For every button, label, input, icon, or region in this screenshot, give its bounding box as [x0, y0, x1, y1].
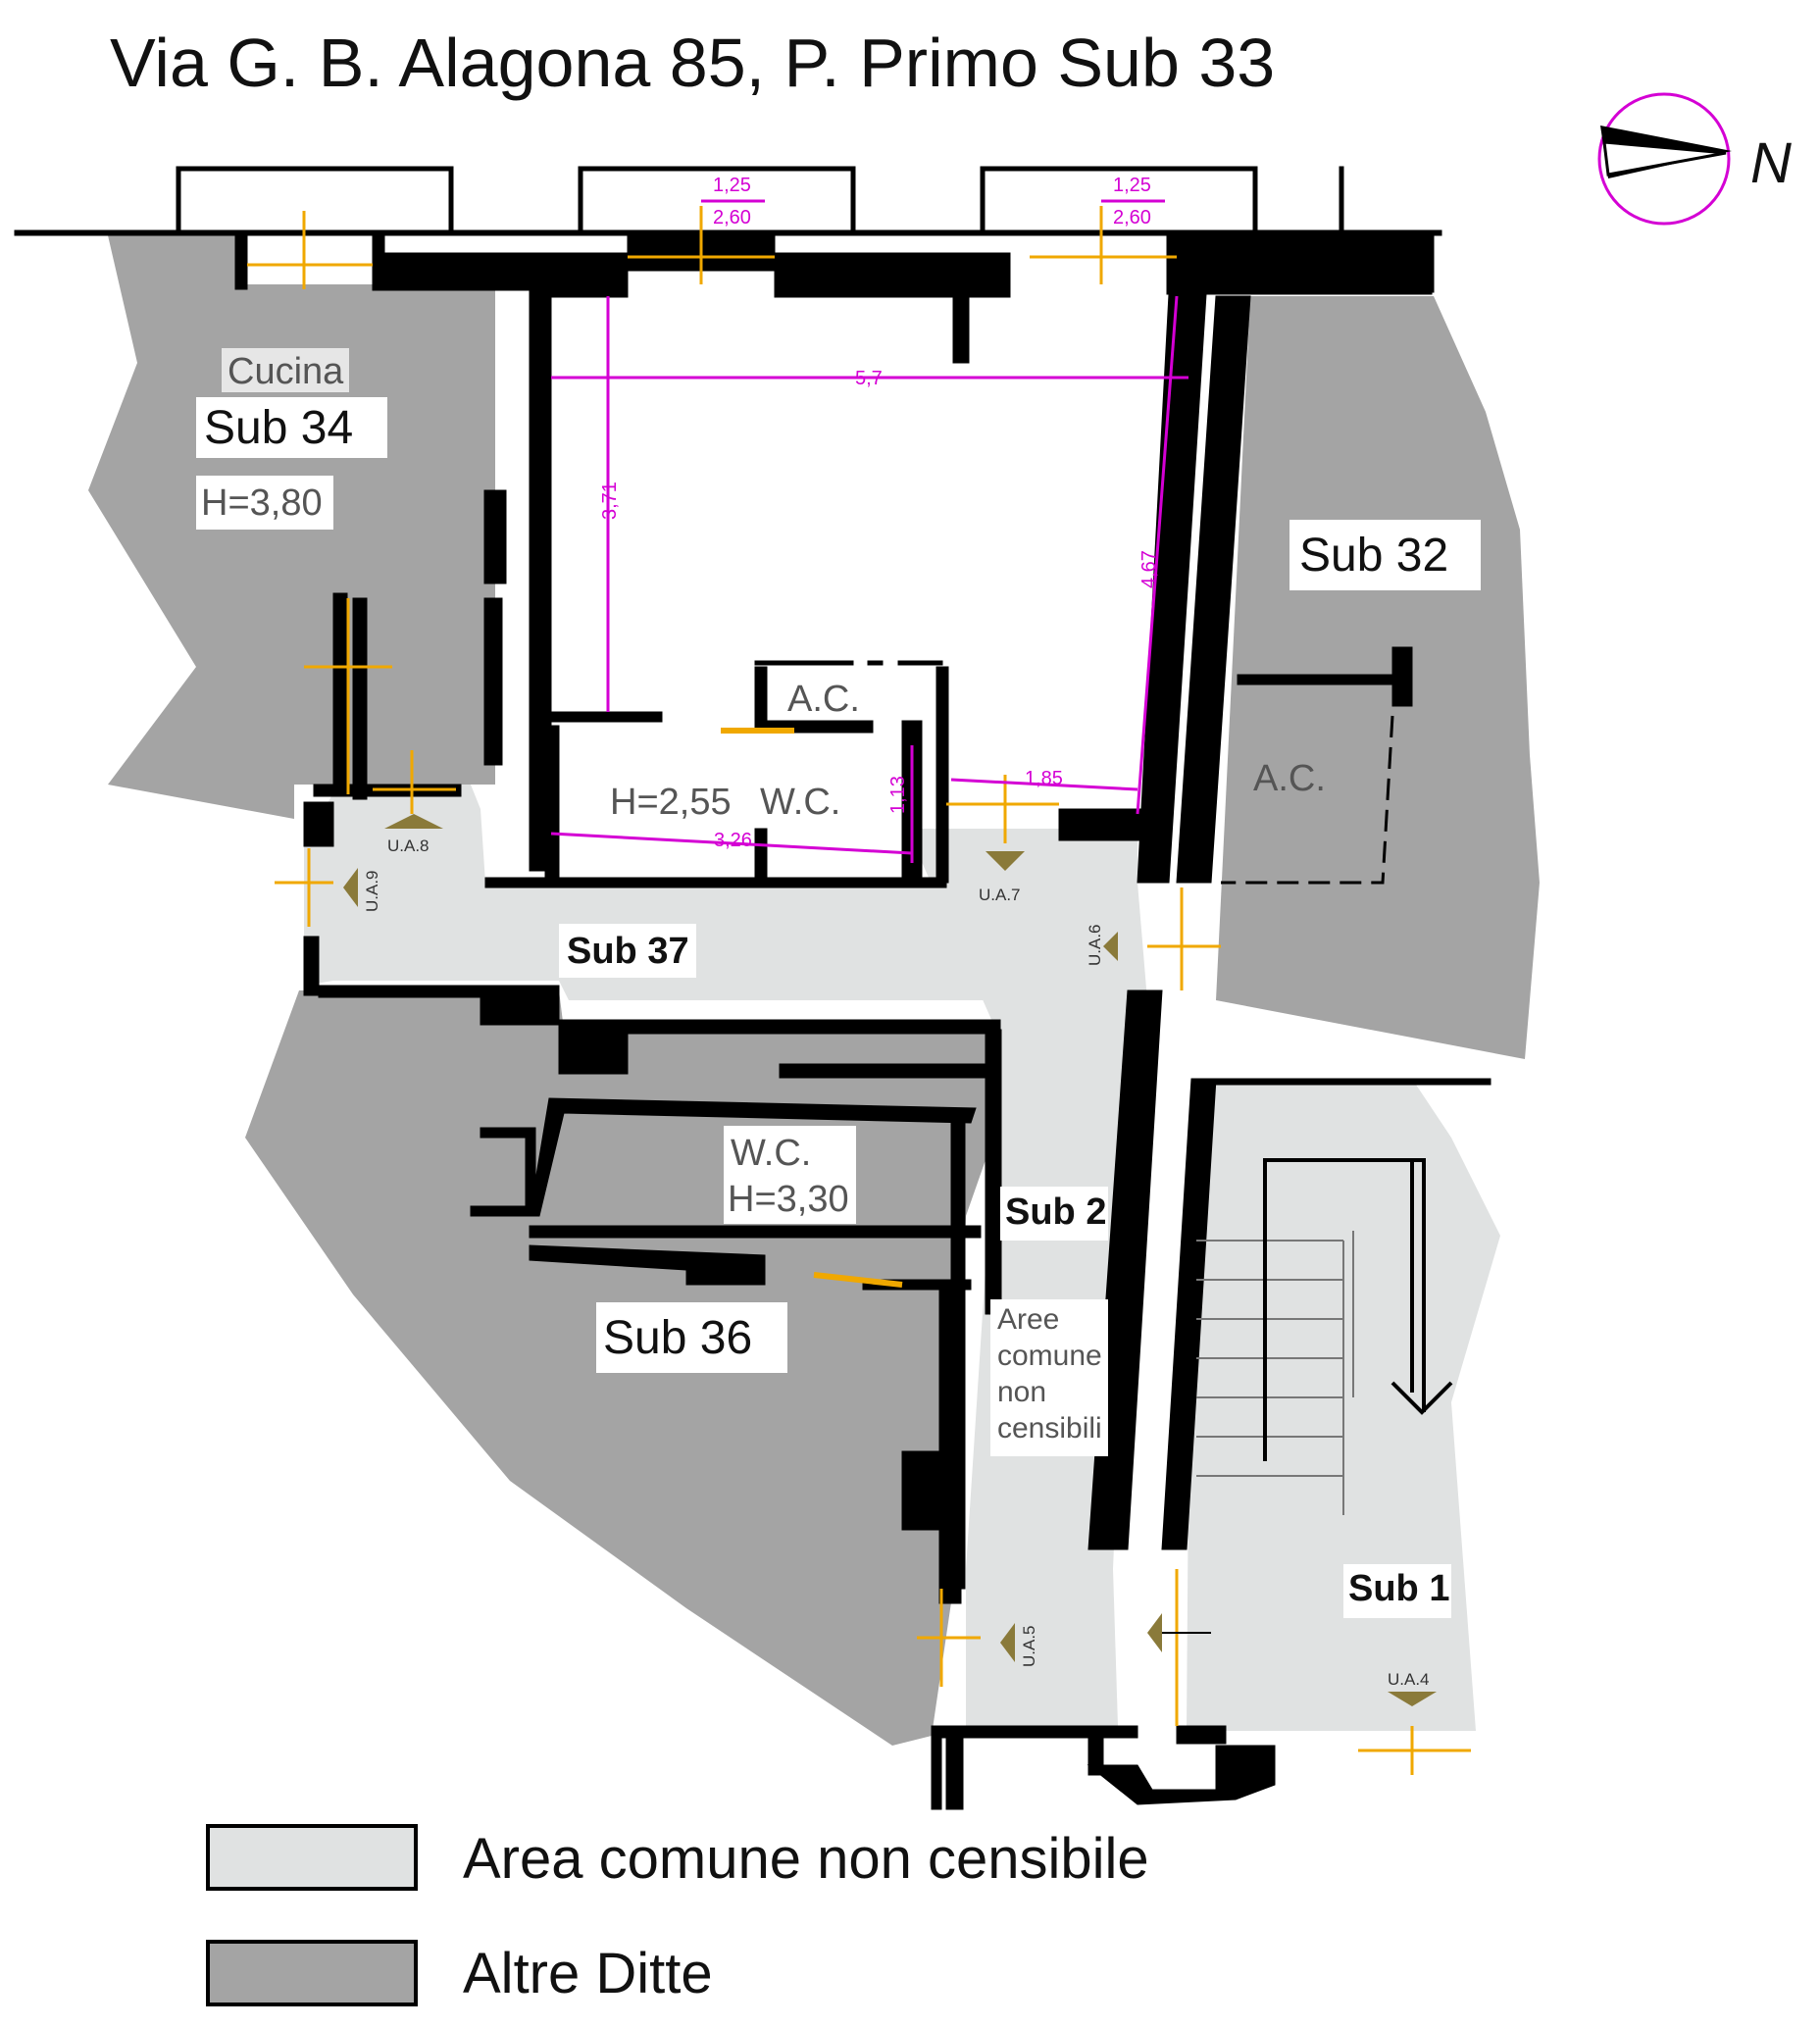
room-sub32: Sub 32 [1299, 530, 1448, 582]
room-wc-bottom-height: H=3,30 [728, 1179, 849, 1220]
access-point-labels: U.A.8 U.A.7 U.A.6 U.A.9 U.A.5 U.A.4 [363, 837, 1430, 1689]
aree-label-line4: censibili [997, 1412, 1102, 1445]
room-wc-bottom: W.C. [731, 1133, 811, 1174]
sub2-area [907, 829, 1138, 1726]
dim-1-85: 1,85 [1025, 768, 1063, 789]
dim-5-7: 5,7 [855, 368, 883, 389]
dimension-labels: 1,25 2,60 1,25 2,60 5,7 3,71 4,67 1,85 1… [599, 175, 1160, 851]
dim-window1-height: 2,60 [713, 207, 751, 228]
ua8-label: U.A.8 [387, 837, 430, 855]
room-sub2: Sub 2 [1005, 1191, 1106, 1233]
openings [247, 206, 1471, 1775]
dim-window2-height: 2,60 [1113, 207, 1151, 228]
legend-label-common: Area comune non censibile [463, 1827, 1149, 1891]
dim-3-71: 3,71 [599, 482, 621, 520]
legend: Area comune non censibile Altre Ditte [206, 1824, 1149, 2006]
stair-icon [1196, 1231, 1354, 1515]
dim-4-67: 4,67 [1138, 550, 1160, 588]
sub37-area [304, 785, 1147, 1000]
access-point-markers [343, 814, 1437, 1706]
plan-title: Via G. B. Alagona 85, P. Primo Sub 33 [110, 25, 1275, 101]
room-sub34-height: H=3,80 [201, 482, 323, 524]
stair-direction-arrow-icon [1263, 1158, 1453, 1461]
dimension-lines [550, 199, 1188, 863]
ua9-label: U.A.9 [363, 870, 381, 912]
room-ac-top: A.C. [787, 679, 860, 720]
ua5-label: U.A.5 [1020, 1625, 1038, 1667]
walls [14, 166, 1491, 1810]
legend-label-other: Altre Ditte [463, 1942, 713, 2005]
dim-window2-width: 1,25 [1113, 175, 1151, 196]
room-cucina: Cucina [228, 351, 344, 392]
north-label: N [1750, 131, 1792, 195]
room-sub34: Sub 34 [204, 402, 353, 454]
room-ac-right: A.C. [1253, 758, 1326, 799]
dim-window1-width: 1,25 [713, 175, 751, 196]
dim-1-13: 1,13 [887, 776, 909, 814]
ua6-label: U.A.6 [1086, 924, 1104, 966]
aree-label-line3: non [997, 1376, 1046, 1408]
ac-right-outline [1221, 715, 1394, 885]
aree-label-line1: Aree [997, 1303, 1059, 1336]
room-wc-top: W.C. [760, 782, 840, 823]
legend-swatch-other [206, 1940, 418, 2006]
room-labels: Cucina Sub 34 H=3,80 Sub 32 A.C. A.C. H=… [196, 348, 1481, 1618]
ua7-label: U.A.7 [979, 886, 1021, 904]
ua4-label: U.A.4 [1388, 1670, 1430, 1689]
legend-swatch-common [206, 1824, 418, 1891]
north-compass-icon [1597, 92, 1732, 226]
room-sub1: Sub 1 [1348, 1568, 1449, 1609]
room-h255: H=2,55 [610, 782, 732, 823]
aree-label-line2: comune [997, 1340, 1102, 1372]
dim-3-26: 3,26 [714, 830, 752, 851]
room-sub36: Sub 36 [603, 1312, 752, 1364]
room-sub37: Sub 37 [567, 931, 689, 972]
